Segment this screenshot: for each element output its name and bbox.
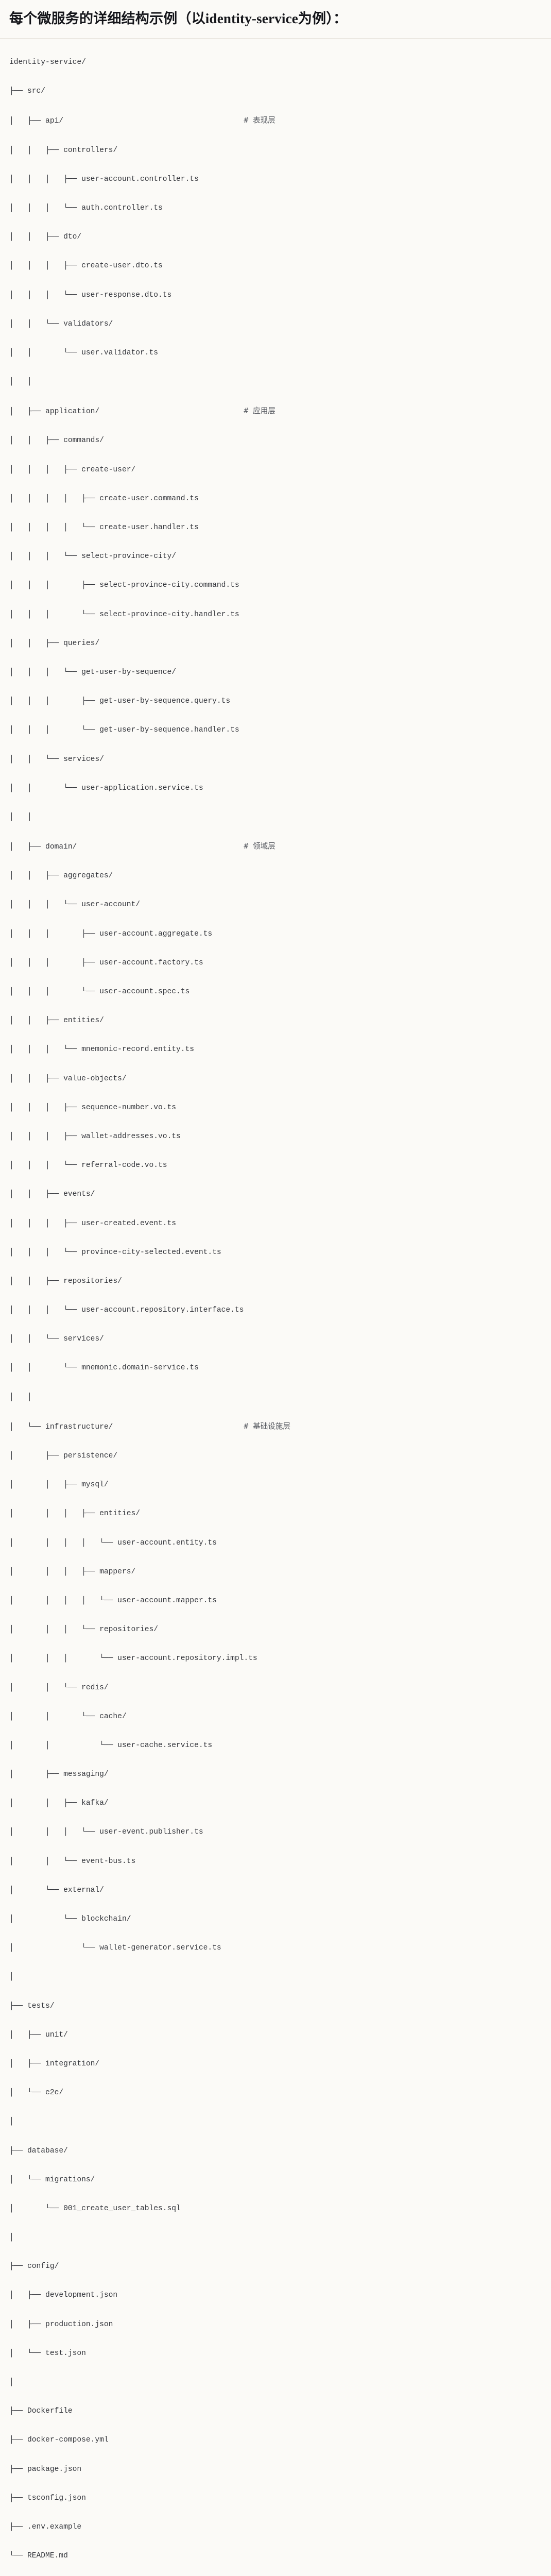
tree-line: │ │	[9, 378, 32, 386]
tree-line: │ │ ├── entities/	[9, 1016, 104, 1025]
tree-line: │ │	[9, 812, 32, 821]
tree-line: │ │ │ │ └── create-user.handler.ts	[9, 523, 199, 532]
tree-line: ├── config/	[9, 2262, 59, 2271]
tree-line: │ │ └── services/	[9, 755, 104, 764]
page-title: 每个微服务的详细结构示例（以identity-service为例）：	[9, 11, 348, 26]
tree-line: │ │ │ ├── user-account.factory.ts	[9, 958, 203, 967]
tree-line: │ │ │ └── user-account.repository.interf…	[9, 1306, 244, 1315]
tree-line: │ │ │ │ ├── create-user.command.ts	[9, 494, 199, 503]
tree-line: │ └── wallet-generator.service.ts	[9, 1944, 221, 1953]
tree-line: │ │ └── event-bus.ts	[9, 1857, 136, 1866]
tree-line: │ │ │ ├── user-account.controller.ts	[9, 175, 199, 183]
tree-line: │ │ ├── repositories/	[9, 1277, 122, 1285]
tree-line-comment: # 应用层	[244, 406, 276, 416]
tree-line: │ ├── development.json	[9, 2291, 118, 2300]
tree-line: │ │ ├── value-objects/	[9, 1074, 127, 1083]
tree-line: │ │ │ ├── user-created.event.ts	[9, 1219, 177, 1228]
tree-line: │ │	[9, 1393, 32, 1401]
tree-line: │ │ │ ├── entities/	[9, 1510, 140, 1518]
tree-line: │ │ ├── queries/	[9, 639, 100, 648]
tree-line: │ │ ├── dto/	[9, 233, 82, 242]
tree-line: │ │ │ └── get-user-by-sequence.handler.t…	[9, 726, 239, 735]
tree-line: │ │ └── cache/	[9, 1712, 127, 1721]
tree-line: │ ├── domain/ # 领域层	[9, 842, 276, 852]
tree-line: └── README.md	[9, 2552, 68, 2561]
tree-line: │	[9, 2233, 14, 2242]
tree-line: │ ├── application/ # 应用层	[9, 406, 276, 416]
tree-line: │ │ │ └── select-province-city/	[9, 552, 177, 561]
tree-line: │ │ │ └── user-account.spec.ts	[9, 988, 190, 996]
tree-line: │ │ └── validators/	[9, 319, 113, 328]
tree-line: │ │ │ └── select-province-city.handler.t…	[9, 610, 239, 619]
tree-line: │ │ │ ├── wallet-addresses.vo.ts	[9, 1132, 181, 1141]
tree-line: │ ├── integration/	[9, 2059, 100, 2068]
tree-line: │ │ │ ├── create-user/	[9, 465, 136, 474]
tree-line: │ │ ├── commands/	[9, 436, 104, 445]
title-divider	[0, 38, 551, 39]
tree-line: │ │ │ ├── mappers/	[9, 1567, 136, 1576]
tree-line: │ │ │ └── user-response.dto.ts	[9, 291, 172, 299]
tree-line: ├── Dockerfile	[9, 2407, 73, 2416]
tree-line: │ └── 001_create_user_tables.sql	[9, 2204, 181, 2213]
tree-line: ├── tsconfig.json	[9, 2494, 86, 2502]
tree-line: ├── src/	[9, 87, 46, 96]
tree-line-comment: # 基础设施层	[244, 1421, 290, 1431]
tree-line: │ │ │ ├── select-province-city.command.t…	[9, 581, 239, 590]
tree-line: │ │ │ └── mnemonic-record.entity.ts	[9, 1045, 195, 1054]
tree-line: │ │ │ └── user-account/	[9, 901, 140, 909]
tree-line: │ │ ├── aggregates/	[9, 872, 113, 880]
tree-line: │ │ │ └── referral-code.vo.ts	[9, 1161, 167, 1170]
tree-line: │ │ │ ├── user-account.aggregate.ts	[9, 929, 213, 938]
tree-line: │	[9, 2378, 14, 2387]
tree-line: │	[9, 1973, 14, 1981]
tree-line: │ │ ├── kafka/	[9, 1799, 109, 1808]
tree-line: │ │ │ └── repositories/	[9, 1625, 159, 1634]
tree-line: ├── package.json	[9, 2465, 82, 2473]
tree-line: │ │ │ └── user-event.publisher.ts	[9, 1828, 203, 1837]
tree-line: │ │ ├── controllers/	[9, 146, 118, 155]
tree-line: │ │ └── user-application.service.ts	[9, 784, 203, 792]
tree-line: │	[9, 2117, 14, 2126]
tree-line: │ │ └── mnemonic.domain-service.ts	[9, 1364, 199, 1372]
directory-tree-code: identity-service/ ├── src/ │ ├── api/ # …	[9, 56, 551, 2563]
tree-line: │ │ │ └── user-account.repository.impl.t…	[9, 1654, 257, 1663]
tree-line: │ │ │ └── auth.controller.ts	[9, 204, 163, 212]
tree-line-comment: # 表现层	[244, 116, 276, 125]
tree-line: │ └── infrastructure/ # 基础设施层	[9, 1421, 290, 1431]
tree-line: ├── database/	[9, 2146, 68, 2155]
tree-line: │ │ │ ├── sequence-number.vo.ts	[9, 1103, 177, 1112]
tree-line: ├── docker-compose.yml	[9, 2436, 109, 2445]
tree-line: │ │ │ │ └── user-account.mapper.ts	[9, 1596, 217, 1605]
tree-line: │ │ └── services/	[9, 1335, 104, 1344]
tree-line: │ ├── api/ # 表现层	[9, 116, 276, 126]
tree-line: │ │ │ ├── get-user-by-sequence.query.ts	[9, 697, 231, 706]
tree-line: ├── .env.example	[9, 2522, 82, 2531]
tree-line: │ │ ├── events/	[9, 1190, 95, 1199]
tree-line: │ ├── unit/	[9, 2030, 68, 2039]
tree-line: │ ├── messaging/	[9, 1770, 109, 1779]
tree-line: │ │ └── redis/	[9, 1683, 109, 1692]
tree-line: │ └── external/	[9, 1886, 104, 1894]
tree-line: identity-service/	[9, 58, 86, 67]
tree-line: │ ├── persistence/	[9, 1452, 118, 1461]
tree-line: │ │ └── user-cache.service.ts	[9, 1741, 213, 1750]
tree-line: │ │ │ └── province-city-selected.event.t…	[9, 1248, 221, 1257]
directory-tree-block: identity-service/ ├── src/ │ ├── api/ # …	[0, 46, 551, 2571]
tree-line: │ │ │ └── get-user-by-sequence/	[9, 668, 177, 676]
tree-line: │ ├── production.json	[9, 2320, 113, 2329]
tree-line: │ └── e2e/	[9, 2089, 64, 2097]
tree-line-comment: # 领域层	[244, 842, 276, 851]
tree-line: │ │ │ │ └── user-account.entity.ts	[9, 1538, 217, 1547]
tree-line: │ └── blockchain/	[9, 1915, 131, 1924]
tree-line: ├── tests/	[9, 2002, 55, 2010]
tree-line: │ │ │ ├── create-user.dto.ts	[9, 262, 163, 270]
tree-line: │ └── migrations/	[9, 2175, 95, 2184]
tree-line: │ └── test.json	[9, 2349, 86, 2358]
tree-line: │ │ ├── mysql/	[9, 1481, 109, 1489]
tree-line: │ │ └── user.validator.ts	[9, 348, 159, 357]
